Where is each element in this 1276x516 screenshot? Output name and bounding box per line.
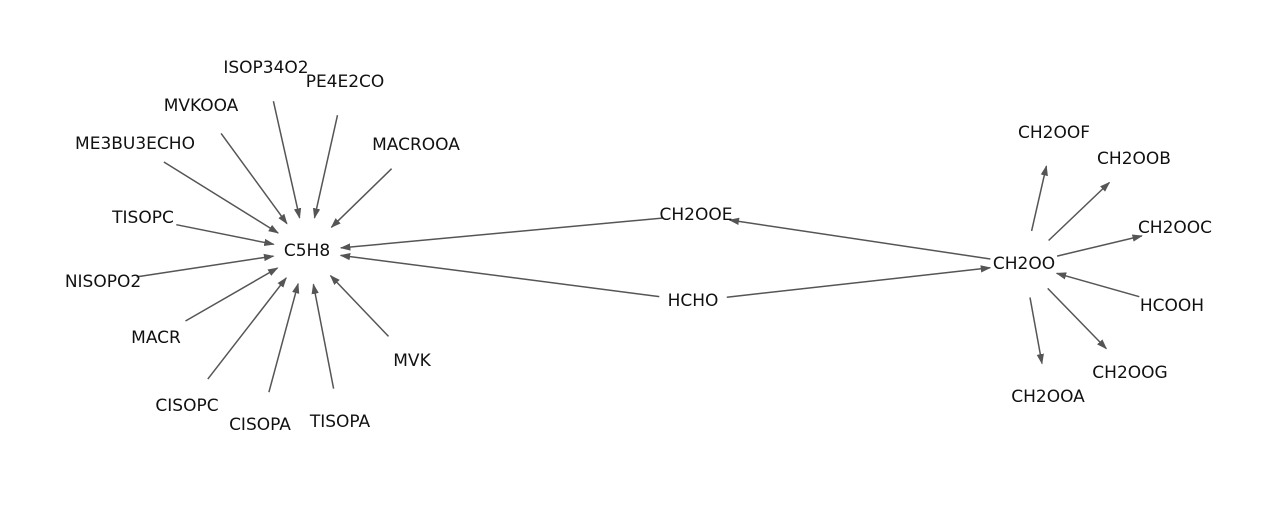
edge-macrooa-to-c5h8 bbox=[330, 168, 393, 229]
edge-hcho-to-ch2oo bbox=[726, 265, 992, 298]
node-ME3BU3ECHO[interactable]: ME3BU3ECHO bbox=[75, 134, 195, 154]
node-CH2OOG[interactable]: CH2OOG bbox=[1092, 363, 1167, 383]
node-CH2OO[interactable]: CH2OO bbox=[993, 254, 1055, 274]
node-CISOPA[interactable]: CISOPA bbox=[229, 415, 291, 435]
edge-me3bu3echo-to-c5h8 bbox=[163, 161, 279, 234]
node-C5H8[interactable]: C5H8 bbox=[284, 241, 330, 261]
node-MVKOOA[interactable]: MVKOOA bbox=[164, 96, 239, 116]
edge-mvkooa-to-c5h8 bbox=[220, 132, 288, 225]
node-MVK[interactable]: MVK bbox=[393, 351, 431, 371]
edge-pe4e2co-to-c5h8 bbox=[312, 115, 339, 219]
edge-macr-to-c5h8 bbox=[185, 267, 279, 322]
edge-isop34o2-to-c5h8 bbox=[272, 101, 302, 219]
edge-ch2ooe-to-c5h8 bbox=[339, 217, 663, 251]
edge-hcooh-to-ch2oo bbox=[1055, 272, 1140, 298]
node-CH2OOA[interactable]: CH2OOA bbox=[1011, 387, 1085, 407]
edge-hcho-to-c5h8 bbox=[339, 252, 660, 298]
edge-cisopc-to-c5h8 bbox=[207, 277, 287, 380]
edge-cisopa-to-c5h8 bbox=[268, 282, 300, 393]
edge-mvk-to-c5h8 bbox=[329, 274, 390, 337]
node-HCHO[interactable]: HCHO bbox=[668, 291, 719, 311]
edges-layer bbox=[136, 101, 1143, 393]
edge-ch2oo-to-ch2oof bbox=[1030, 165, 1048, 232]
node-PE4E2CO[interactable]: PE4E2CO bbox=[306, 72, 385, 92]
edge-nisopo2-to-c5h8 bbox=[136, 253, 275, 278]
node-CH2OOC[interactable]: CH2OOC bbox=[1138, 218, 1212, 238]
node-MACROOA[interactable]: MACROOA bbox=[372, 135, 460, 155]
node-NISOPO2[interactable]: NISOPO2 bbox=[65, 272, 141, 292]
edge-ch2oo-to-ch2ooa bbox=[1029, 297, 1044, 365]
node-CH2OOF[interactable]: CH2OOF bbox=[1018, 123, 1090, 143]
node-TISOPC[interactable]: TISOPC bbox=[111, 208, 174, 228]
node-CISOPC[interactable]: CISOPC bbox=[155, 396, 218, 416]
edge-tisopa-to-c5h8 bbox=[311, 283, 335, 389]
edge-ch2oo-to-ch2ooc bbox=[1056, 234, 1143, 257]
node-TISOPA[interactable]: TISOPA bbox=[309, 412, 371, 432]
node-MACR[interactable]: MACR bbox=[131, 328, 181, 348]
node-ISOP34O2[interactable]: ISOP34O2 bbox=[223, 58, 308, 78]
edge-tisopc-to-c5h8 bbox=[176, 223, 275, 247]
edge-ch2oo-to-ch2oob bbox=[1048, 181, 1111, 242]
node-CH2OOB[interactable]: CH2OOB bbox=[1097, 149, 1171, 169]
node-HCOOH[interactable]: HCOOH bbox=[1140, 296, 1204, 316]
edge-ch2oo-to-ch2ooe bbox=[728, 217, 991, 260]
node-CH2OOE[interactable]: CH2OOE bbox=[660, 205, 733, 225]
edge-ch2oo-to-ch2oog bbox=[1047, 287, 1108, 350]
labels-layer: C5H8 ISOP34O2 PE4E2CO MVKOOA MACROOA ME3… bbox=[65, 58, 1212, 435]
